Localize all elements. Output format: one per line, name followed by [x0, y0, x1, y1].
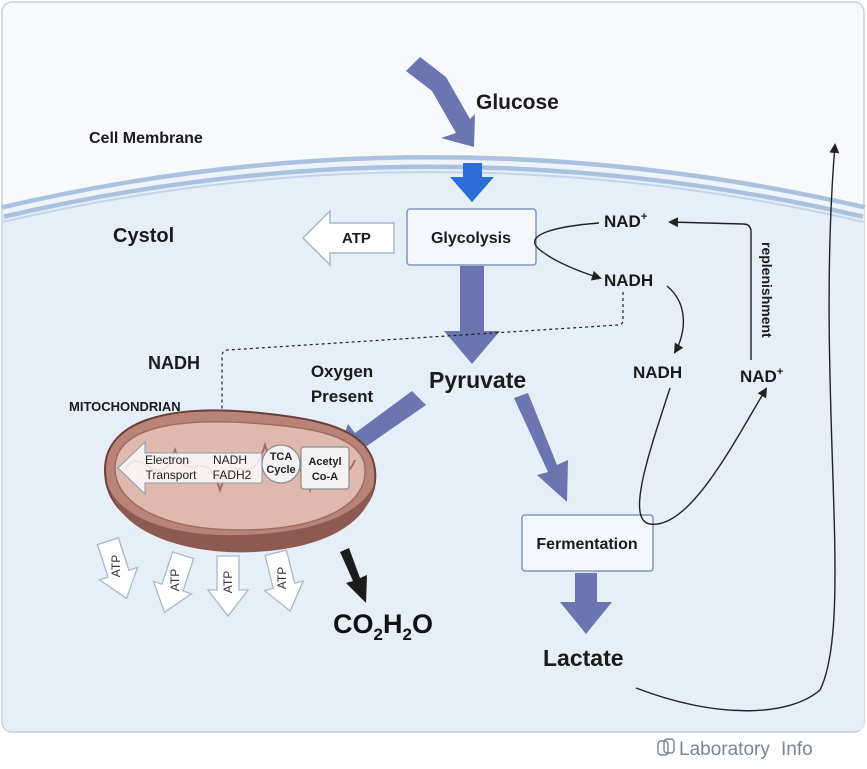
nadh-shuttle-dashed	[217, 292, 624, 442]
logo-text-laboratory: Laboratory	[679, 739, 770, 760]
acetyl-coa-box	[300, 446, 350, 490]
laboratory-info-logo: Laboratory Info	[657, 738, 813, 760]
svg-text:ATP: ATP	[221, 571, 235, 593]
glucose-entry-arrow	[450, 163, 494, 202]
nadh-left-label: NADH	[148, 353, 200, 373]
glycolysis-box	[406, 208, 537, 266]
tca-line2: Cycle	[266, 464, 295, 476]
svg-text:ATP: ATP	[275, 567, 289, 589]
acetyl-line2: Co-A	[312, 471, 338, 483]
atp-arrow-2: ATP	[152, 551, 195, 614]
co2-h2o-label: CO2H2O	[333, 609, 433, 644]
electron-line1: Electron	[145, 453, 189, 467]
glucose-arrow	[406, 57, 475, 147]
lactate-export-curve	[635, 143, 840, 712]
tca-line1: TCA	[270, 451, 293, 463]
glycolysis-to-pyruvate-arrow	[444, 266, 500, 364]
acetyl-line1: Acetyl	[308, 456, 341, 468]
pyruvate-to-fermentation-arrow	[514, 393, 568, 502]
fadh2-label: FADH2	[213, 468, 252, 482]
nad-plus-top: NAD+	[604, 211, 647, 231]
cystol-label: Cystol	[113, 225, 174, 247]
fermentation-box	[521, 514, 654, 572]
atp-arrow-4: ATP	[263, 549, 305, 613]
logo-text-info: Info	[781, 739, 813, 760]
atp-arrow-glycolysis	[301, 209, 395, 267]
replenishment-arrow	[668, 217, 752, 360]
fermentation-label: Fermentation	[536, 536, 637, 553]
fermentation-to-lactate-arrow	[560, 573, 612, 634]
fermentation-nad-loop	[638, 387, 768, 525]
tca-cycle-circle	[261, 444, 301, 484]
oxygen-line2: Present	[311, 387, 374, 406]
svg-text:ATP: ATP	[168, 569, 182, 591]
cell-membrane-label: Cell Membrane	[89, 130, 203, 147]
mitochondrian-label: MITOCHONDRIAN	[69, 399, 181, 414]
nadh-top: NADH	[604, 271, 653, 290]
nadh-down-curve	[666, 285, 685, 354]
nadh-right-label: NADH	[633, 363, 682, 382]
co2-arrow	[340, 548, 367, 603]
nad-to-nadh-curve	[533, 222, 602, 281]
svg-text:ATP: ATP	[109, 555, 123, 577]
lactate-label: Lactate	[543, 645, 624, 671]
nadh-mito-label: NADH	[213, 453, 247, 467]
glycolysis-label: Glycolysis	[431, 230, 511, 247]
atp-arrow-3: ATP	[206, 555, 250, 618]
nad-plus-right: NAD+	[740, 366, 783, 386]
pyruvate-label: Pyruvate	[429, 367, 526, 393]
glucose-label: Glucose	[476, 91, 559, 114]
oxygen-line1: Oxygen	[311, 362, 373, 381]
atp-arrow-1: ATP	[96, 537, 139, 600]
electron-line2: Transport	[146, 468, 198, 482]
atp-label-glycolysis: ATP	[342, 230, 371, 247]
replenishment-label: replenishment	[759, 242, 775, 338]
